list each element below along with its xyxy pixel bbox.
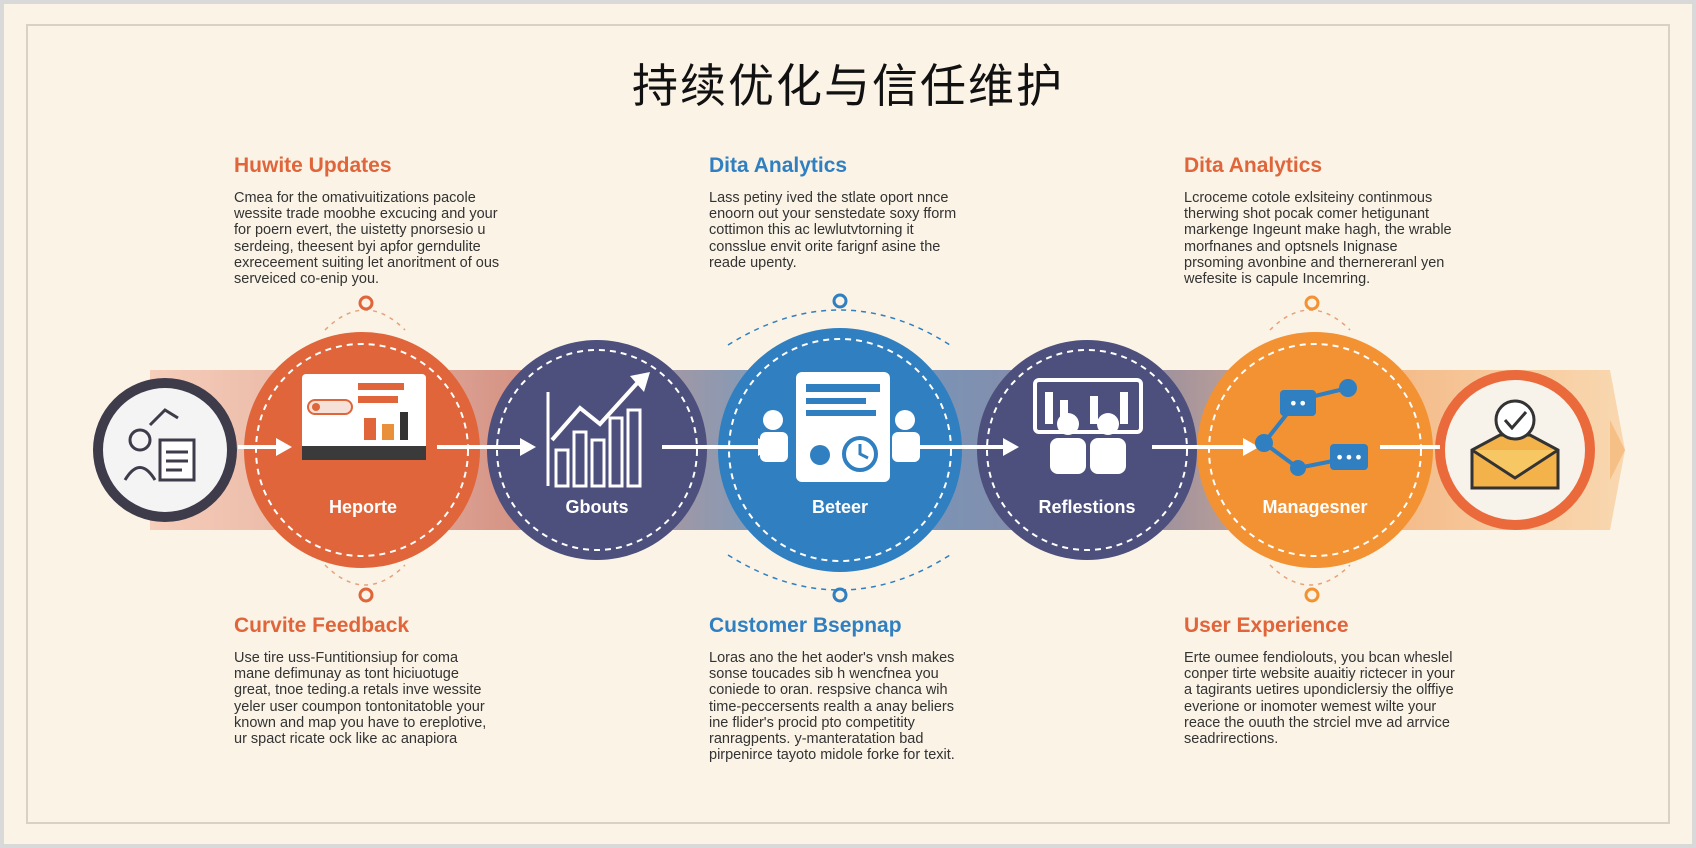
text-line: known and map you have to ereplotive, xyxy=(234,714,487,731)
inner-border xyxy=(26,24,1670,824)
text-line: Lass petiny ived the stlate oport nnce xyxy=(709,190,949,206)
text-line: cottimon this ac lewlutvtorning it xyxy=(709,222,914,239)
text-line: reade upenty. xyxy=(709,254,797,271)
bottom-block-3: User Experience Erte oumee fendiolouts, … xyxy=(1184,614,1484,747)
dash-arc-3 xyxy=(1269,309,1351,331)
text-line: everione or inomoter wemest wilte your xyxy=(1184,698,1437,715)
text-line: Cmea for the omativuitizations pacole xyxy=(234,190,476,206)
text-line: yeler user coumpon tontonitatoble your xyxy=(234,698,485,715)
text-line: coniede to oran. respsive chanca wih xyxy=(709,682,948,699)
team-dashboard-icon xyxy=(760,372,920,482)
bottom-block-3-text: Erte oumee fendiolouts, you bcan wheslel… xyxy=(1184,650,1484,747)
top-block-1-text: Cmea for the omativuitizations pacole we… xyxy=(234,190,534,287)
text-line: markenge Ingeunt make hagh, the wrable xyxy=(1184,222,1452,239)
check-envelope-icon xyxy=(1470,399,1560,490)
bottom-block-2: Customer Bsepnap Loras ano the het aoder… xyxy=(709,614,1009,763)
text-line: enoorn out your senstedate soxy fform xyxy=(709,206,957,223)
text-line: Use tire uss-Funtitionsiup for coma xyxy=(234,650,459,666)
dash-arc-4 xyxy=(1269,564,1351,586)
text-line: therwing shot pocak comer hetigunant xyxy=(1184,206,1430,223)
network-chat-icon: •• ••• xyxy=(1255,379,1368,476)
dot-6 xyxy=(1304,587,1320,603)
monitor-chart-icon xyxy=(302,374,426,460)
growth-chart-icon xyxy=(546,372,650,488)
text-line: seadrirections. xyxy=(1184,731,1279,748)
text-line: sonse toucades sib h wencfnea you xyxy=(709,666,939,683)
text-line: conper tirte website auaitiy rictecer in… xyxy=(1184,666,1455,683)
dash-arc-2 xyxy=(324,564,406,586)
page-title: 持续优化与信任维护 xyxy=(632,59,1064,113)
dot-4 xyxy=(832,587,848,603)
svg-text:•••: ••• xyxy=(1335,448,1363,467)
dash-arc-1 xyxy=(324,309,406,331)
text-line: wessite trade moobhe excucing and your xyxy=(234,206,498,223)
bottom-block-2-text: Loras ano the het aoder's vnsh makes son… xyxy=(709,650,1009,763)
top-block-2-text: Lass petiny ived the stlate oport nnce e… xyxy=(709,190,1009,271)
dot-2 xyxy=(358,587,374,603)
bottom-block-2-title: Customer Bsepnap xyxy=(709,614,902,637)
top-block-3-title: Dita Analytics xyxy=(1184,154,1323,177)
dot-1 xyxy=(358,295,374,311)
text-line: pirpenirce tayoto midole forke for texit… xyxy=(709,747,955,764)
bottom-block-3-title: User Experience xyxy=(1184,614,1349,637)
top-block-3: Dita Analytics Lcroceme cotole exlsitein… xyxy=(1184,154,1484,287)
circle-label-reflestions: Reflestions xyxy=(1038,497,1136,517)
flow-band-tip xyxy=(1610,420,1625,480)
text-line: a tagirants uetires upondiclersiy the ol… xyxy=(1184,682,1454,699)
dot-5 xyxy=(1304,295,1320,311)
text-line: ranragpents. y-manteratation bad xyxy=(709,731,924,748)
circle-label-managesner: Managesner xyxy=(1262,497,1368,517)
text-line: Lcroceme cotole exlsiteiny continmous xyxy=(1184,190,1433,206)
dot-3 xyxy=(832,293,848,309)
top-block-2-title: Dita Analytics xyxy=(709,154,848,177)
text-line: Loras ano the het aoder's vnsh makes xyxy=(709,650,955,666)
dash-arc-5 xyxy=(727,309,951,346)
bottom-block-1: Curvite Feedback Use tire uss-Funtitions… xyxy=(234,614,534,747)
text-line: Erte oumee fendiolouts, you bcan wheslel xyxy=(1184,650,1453,666)
text-line: wefesite is capule Incemring. xyxy=(1184,271,1371,288)
text-line: reace the ouuth the strciel mve ad arrvi… xyxy=(1184,714,1450,731)
connector-dots xyxy=(358,293,1320,603)
text-line: serdeing, theesent byi apfor gerndulite xyxy=(234,238,481,255)
circle-3 xyxy=(487,340,707,560)
text-line: serveiced co-enip you. xyxy=(234,271,380,288)
text-line: ine flider's procid pto competitity xyxy=(709,714,915,731)
text-line: consslue envit orite farignf asine the xyxy=(709,238,941,255)
text-line: for poern evert, the uistetty pnorsesio … xyxy=(234,222,486,239)
bottom-block-1-text: Use tire uss-Funtitionsiup for coma mane… xyxy=(234,650,534,747)
team-screen-icon xyxy=(1033,378,1143,474)
text-line: morfnanes and optsnels Inignase xyxy=(1184,238,1398,255)
top-block-1: Huwite Updates Cmea for the omativuitiza… xyxy=(234,154,534,287)
text-line: ur spact ricate ock like ac anapiora xyxy=(234,731,458,748)
text-line: great, tnoe teding.a retals inve wessite xyxy=(234,682,482,699)
top-block-3-text: Lcroceme cotole exlsiteiny continmous th… xyxy=(1184,190,1484,287)
text-line: prsoming avonbine and thernereranl yen xyxy=(1184,254,1445,271)
people-document-icon xyxy=(123,408,196,482)
text-line: exreceement suiting let anoritment of ou… xyxy=(234,254,500,271)
top-block-1-title: Huwite Updates xyxy=(234,154,392,177)
circle-label-beteer: Beteer xyxy=(811,497,869,517)
bottom-block-1-title: Curvite Feedback xyxy=(234,614,410,637)
circle-label-heporte: Heporte xyxy=(328,497,397,517)
text-line: time-peccersents realth a anay beliers xyxy=(709,698,955,715)
circle-6 xyxy=(1197,332,1433,568)
svg-text:••: •• xyxy=(1289,394,1308,413)
circle-label-gbouts: Gbouts xyxy=(565,497,629,517)
top-block-2: Dita Analytics Lass petiny ived the stla… xyxy=(709,154,1009,271)
dash-arc-6 xyxy=(727,554,951,591)
text-line: mane defimunay as tont hiciuotuge xyxy=(234,666,459,683)
